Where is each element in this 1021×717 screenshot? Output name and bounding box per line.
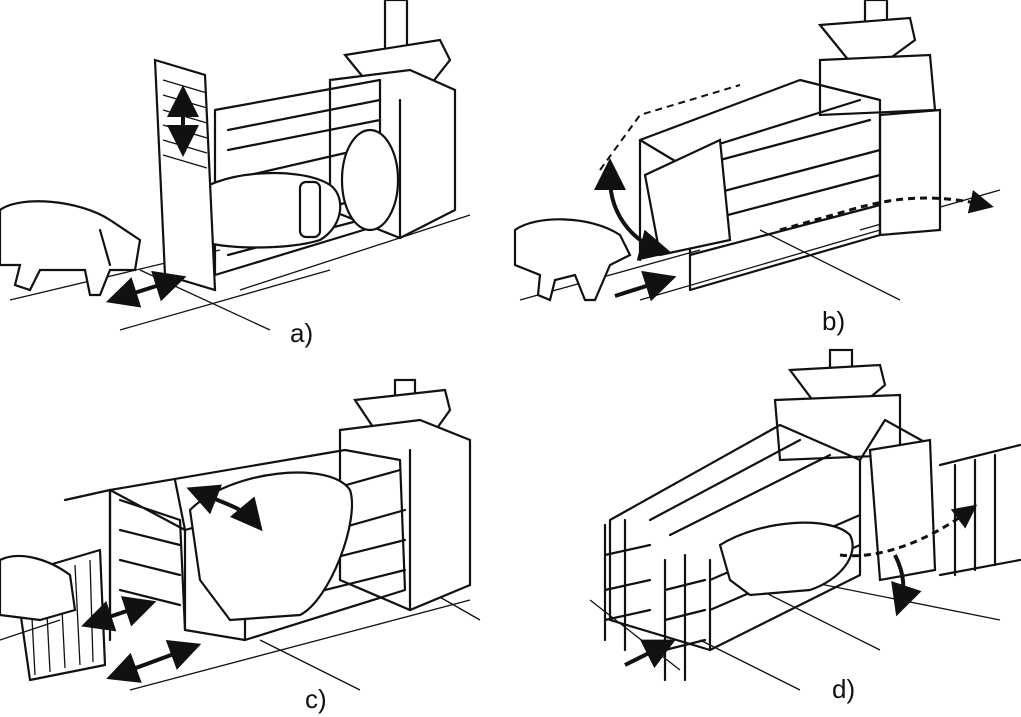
pig-waiting <box>0 555 77 622</box>
pig-in-stall <box>188 471 354 622</box>
floor-lines <box>519 189 1001 301</box>
curved-arrow <box>186 484 263 532</box>
floor-lines <box>589 579 1001 691</box>
pig-in-stall <box>718 521 854 597</box>
inner-double-arrow <box>81 596 157 632</box>
pig-in-stall <box>188 171 342 249</box>
entry-arrow <box>624 639 676 669</box>
floor-lines <box>0 579 481 691</box>
exit-gate <box>868 438 1021 582</box>
tilting-door <box>594 84 741 261</box>
sliding-door <box>153 58 217 292</box>
exit-arrow <box>779 190 994 232</box>
double-arrow <box>105 270 187 308</box>
panel-label-c: c) <box>305 684 327 714</box>
double-arrow <box>106 639 202 683</box>
feeder-hopper <box>773 348 902 462</box>
gate-swing-arrow <box>891 554 922 617</box>
pig-outside <box>0 200 142 297</box>
panel-c-illustration <box>0 378 481 691</box>
entry-arrow <box>614 270 677 302</box>
pig-outside <box>513 218 632 302</box>
feeder-hopper <box>817 0 942 237</box>
panel-b-illustration <box>513 0 1001 302</box>
panel-label-d: d) <box>832 674 856 704</box>
panel-a-illustration <box>0 0 471 331</box>
panel-label-b: b) <box>822 306 846 336</box>
panel-label-a: a) <box>290 318 314 348</box>
feeder-hopper <box>338 378 472 612</box>
exit-arrow <box>839 504 978 558</box>
entry-gate <box>13 488 187 682</box>
entry-gate <box>603 518 707 682</box>
panel-d-illustration <box>589 348 1021 691</box>
